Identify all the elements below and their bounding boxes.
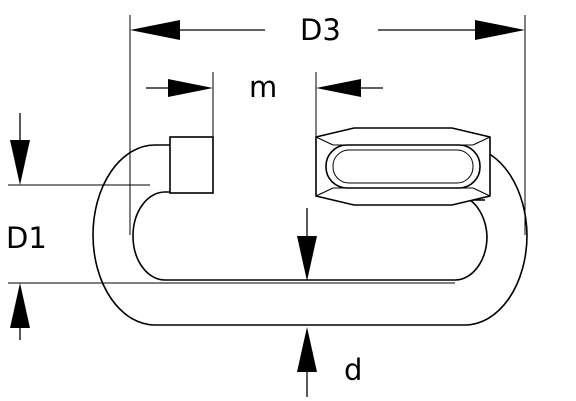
arrowhead xyxy=(10,140,30,185)
sleeve-nut-edge xyxy=(315,187,334,197)
arrowhead xyxy=(297,327,317,372)
sleeve-nut-slot xyxy=(325,144,481,189)
gate-stub xyxy=(169,136,214,194)
arrowhead xyxy=(475,20,525,40)
dimension-d1: D1 xyxy=(6,113,455,340)
arrowhead xyxy=(316,79,361,97)
arrowhead xyxy=(10,283,30,328)
sleeve-nut-edge xyxy=(472,136,491,146)
arrowhead xyxy=(297,236,317,281)
dimension-m: m xyxy=(146,70,383,137)
arrowhead xyxy=(168,79,213,97)
dimension-d: d xyxy=(297,208,362,397)
dimension-d3: D3 xyxy=(129,13,526,235)
arrowhead xyxy=(130,20,180,40)
label-d3: D3 xyxy=(300,13,341,47)
sleeve-nut-edge xyxy=(472,187,491,197)
sleeve-nut xyxy=(315,127,491,206)
sleeve-nut-slot-inner xyxy=(332,149,474,184)
label-d: d xyxy=(344,353,362,387)
sleeve-nut-edge xyxy=(315,136,334,146)
label-d1: D1 xyxy=(6,221,47,255)
label-m: m xyxy=(249,70,277,104)
